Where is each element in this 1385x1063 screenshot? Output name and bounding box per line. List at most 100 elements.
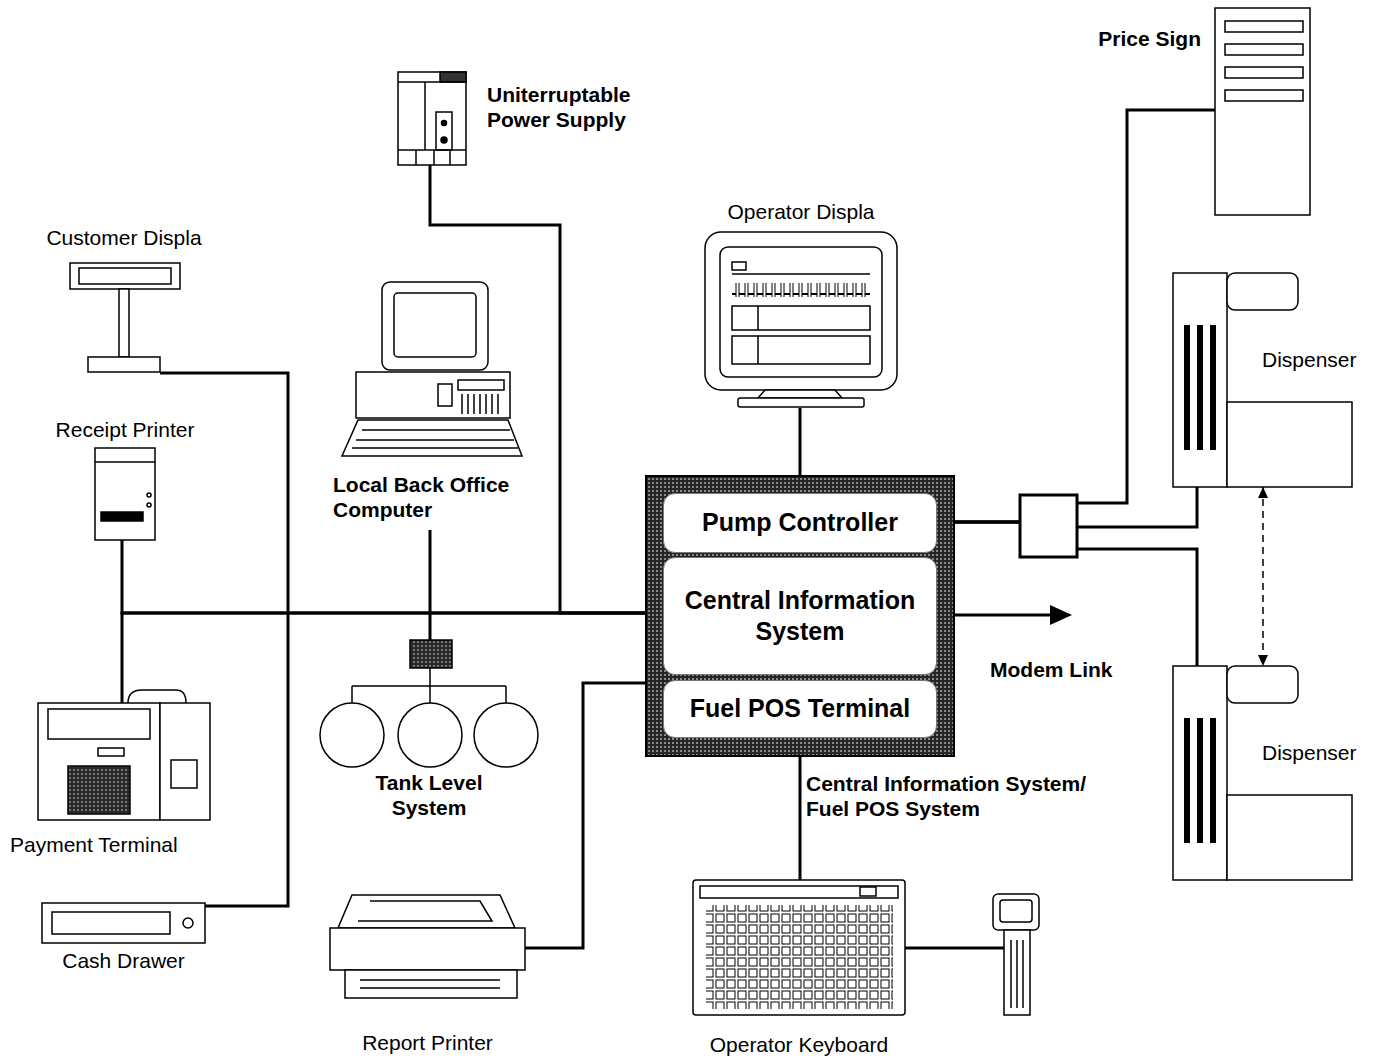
computer-drawing	[356, 372, 510, 418]
node-label: Price Sign	[1098, 26, 1201, 51]
modem-arrow	[955, 614, 1052, 617]
node-label: Central Information System/ Fuel POS Sys…	[806, 771, 1106, 821]
text-holder: Central Information System	[664, 558, 936, 674]
dispenser-drawing	[1227, 402, 1352, 487]
tank-drawing	[410, 640, 452, 668]
text-holder: Cash Drawer	[42, 948, 205, 973]
ups-drawing	[449, 150, 451, 165]
payment-terminal-drawing	[98, 748, 124, 756]
computer-drawing	[382, 282, 488, 370]
operator-monitor-drawing	[757, 336, 759, 364]
text-holder: Payment Terminal	[10, 832, 178, 857]
price-sign-drawing	[1225, 67, 1303, 78]
dispenser-drawing	[1173, 273, 1227, 487]
computer-drawing	[394, 293, 476, 357]
node-label: Fuel POS Terminal	[690, 693, 910, 724]
node-label: Central Information System	[672, 585, 928, 648]
node-label: Cash Drawer	[42, 948, 205, 973]
node-label: Receipt Printer	[35, 417, 215, 442]
operator-monitor-drawing	[738, 398, 864, 407]
receipt-printer-drawing	[147, 503, 151, 507]
text-holder: Price Sign	[1098, 26, 1201, 51]
text-holder: Customer Displa	[8, 225, 240, 250]
ups-drawing	[424, 82, 426, 150]
price-sign-drawing	[1225, 90, 1303, 101]
node-label: Report Printer	[330, 1030, 525, 1055]
junction-box	[1020, 495, 1077, 557]
customer-display-drawing	[70, 263, 180, 289]
payment-terminal-drawing	[171, 760, 197, 788]
report-printer-drawing	[360, 980, 500, 988]
modem-arrow	[955, 605, 1072, 625]
ups-drawing	[442, 121, 447, 126]
report-printer-drawing	[345, 970, 517, 998]
text-holder: Dispenser	[1262, 740, 1357, 765]
connector-line	[799, 408, 802, 475]
keyboard-drawing	[693, 880, 905, 1015]
operator-monitor-drawing	[720, 247, 882, 377]
ups-drawing	[415, 150, 417, 165]
node-label: Tank Level System	[359, 770, 499, 820]
scanner-drawing	[905, 947, 1004, 950]
cash-drawer-drawing	[183, 918, 193, 928]
tank-level-system: Tank Level System	[318, 640, 540, 768]
tank-drawing	[320, 640, 538, 767]
fuel-dispenser: Dispenser	[1173, 273, 1353, 487]
node-label: Payment Terminal	[10, 832, 178, 857]
receipt-printer: Receipt Printer	[95, 448, 155, 540]
central-information-system: Central Information System	[663, 557, 937, 675]
operator-monitor-drawing	[757, 306, 759, 330]
receipt-printer-drawing	[147, 493, 151, 497]
payment-terminal: Payment Terminal	[38, 703, 210, 820]
node-label: Uniterruptable Power Supply	[487, 82, 662, 132]
ups-unit: Uniterruptable Power Supply	[398, 72, 466, 165]
scanner-drawing	[1011, 940, 1023, 1008]
receipt-printer-drawing	[101, 512, 143, 521]
operator-keyboard: Operator Keyboard	[693, 880, 905, 1015]
text-holder: Operator Displa	[665, 199, 937, 224]
text-holder: Pump Controller	[664, 494, 936, 552]
report-printer-drawing	[338, 895, 515, 928]
operator-monitor-drawing	[732, 336, 870, 364]
operator-monitor-drawing	[705, 232, 897, 390]
scanner-drawing	[1000, 900, 1032, 922]
cash-drawer-drawing	[42, 903, 205, 943]
text-holder: Central Information System/ Fuel POS Sys…	[806, 771, 1106, 821]
connector-line	[1262, 487, 1264, 666]
text-holder: Operator Keyboard	[693, 1032, 905, 1057]
dispenser-drawing	[1227, 666, 1298, 703]
text-holder: Report Printer	[330, 1030, 525, 1055]
node-label: Operator Keyboard	[693, 1032, 905, 1057]
ups-drawing	[398, 72, 466, 165]
computer-drawing	[342, 420, 522, 456]
operator-monitor-drawing	[732, 262, 746, 270]
payment-terminal-drawing	[68, 766, 130, 814]
dispenser-drawing	[1197, 718, 1203, 843]
central-system-box: Central Information System/ Fuel POS Sys…	[645, 475, 955, 757]
operator-monitor-drawing	[732, 273, 870, 275]
label-holder: Modem Link	[990, 657, 1113, 682]
computer-drawing	[352, 430, 518, 448]
scanner-drawing	[993, 894, 1039, 930]
dispenser-drawing	[1227, 273, 1298, 310]
operator-monitor-drawing	[732, 306, 870, 330]
operator-monitor-drawing	[758, 390, 842, 398]
payment-terminal-drawing	[38, 703, 160, 820]
dispenser-drawing	[1227, 795, 1352, 880]
keyboard-drawing	[860, 887, 876, 896]
text-holder: Receipt Printer	[35, 417, 215, 442]
price-sign: Price Sign	[1215, 8, 1310, 215]
report-printer: Report Printer	[330, 895, 525, 998]
text-holder: Uniterruptable Power Supply	[487, 82, 662, 132]
customer-display-drawing	[79, 268, 171, 284]
fuel-pos-terminal: Fuel POS Terminal	[663, 680, 937, 738]
operator-monitor-drawing	[705, 232, 897, 407]
ups-drawing	[398, 149, 466, 151]
node-label: Local Back Office Computer	[333, 472, 533, 522]
customer-display-drawing	[70, 263, 180, 372]
node-label: Dispenser	[1262, 347, 1357, 372]
node-label: Customer Displa	[8, 225, 240, 250]
